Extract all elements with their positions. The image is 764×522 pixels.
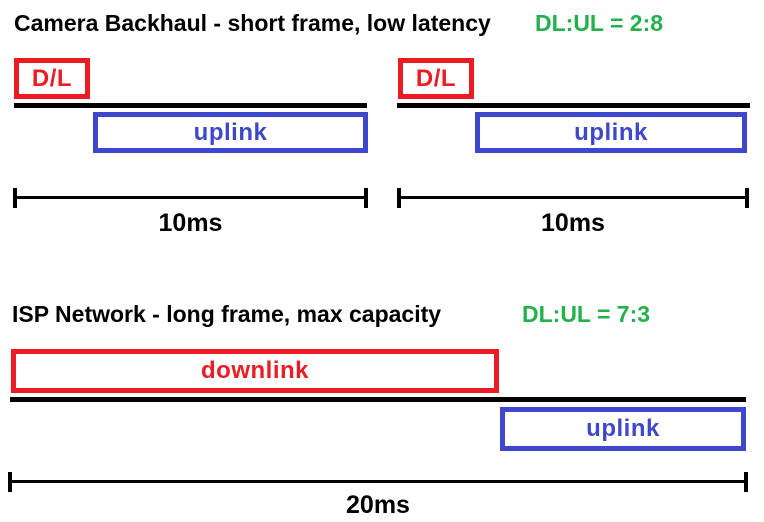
frame2-uplink-box: uplink (475, 112, 747, 153)
frame3-duration-label: 20ms (346, 491, 410, 519)
frame3-ruler-right-tick (744, 472, 748, 492)
frame1-uplink-box: uplink (93, 112, 368, 153)
isp-network-ratio-label: DL:UL = 7:3 (522, 301, 651, 327)
frame2-ruler-line (399, 196, 747, 199)
frame2-duration-ruler (397, 188, 749, 208)
frame2-timeline (397, 103, 750, 108)
frame1-uplink-label: uplink (193, 118, 268, 146)
frame1-duration-label: 10ms (158, 209, 223, 237)
frame3-uplink-box: uplink (500, 407, 746, 451)
frame2-ruler-left-tick (397, 188, 401, 208)
frame3-timeline (10, 397, 746, 402)
frame3-uplink-label: uplink (586, 415, 660, 442)
frame3-downlink-label: downlink (201, 357, 309, 384)
isp-network-title: ISP Network - long frame, max capacity (12, 301, 442, 327)
frame3-duration-ruler (8, 472, 748, 492)
frame1-duration-ruler (13, 188, 368, 208)
frame2-uplink-label: uplink (574, 118, 648, 146)
frame1-downlink-label: D/L (31, 64, 73, 92)
frame1-ruler-line (15, 196, 366, 199)
frame2-ruler-right-tick (745, 188, 749, 208)
frame1-timeline (14, 103, 367, 108)
camera-backhaul-ratio-label: DL:UL = 2:8 (535, 10, 664, 36)
frame1-downlink-box: D/L (14, 58, 90, 99)
frame3-ruler-line (10, 480, 746, 483)
frame2-downlink-label: D/L (415, 64, 457, 92)
camera-backhaul-title: Camera Backhaul - short frame, low laten… (14, 10, 491, 36)
frame2-downlink-box: D/L (398, 58, 474, 99)
frame3-downlink-box: downlink (11, 349, 499, 393)
frame2-duration-label: 10ms (541, 209, 605, 237)
frame1-ruler-right-tick (364, 188, 368, 208)
frame1-ruler-left-tick (13, 188, 17, 208)
frame3-ruler-left-tick (8, 472, 12, 492)
